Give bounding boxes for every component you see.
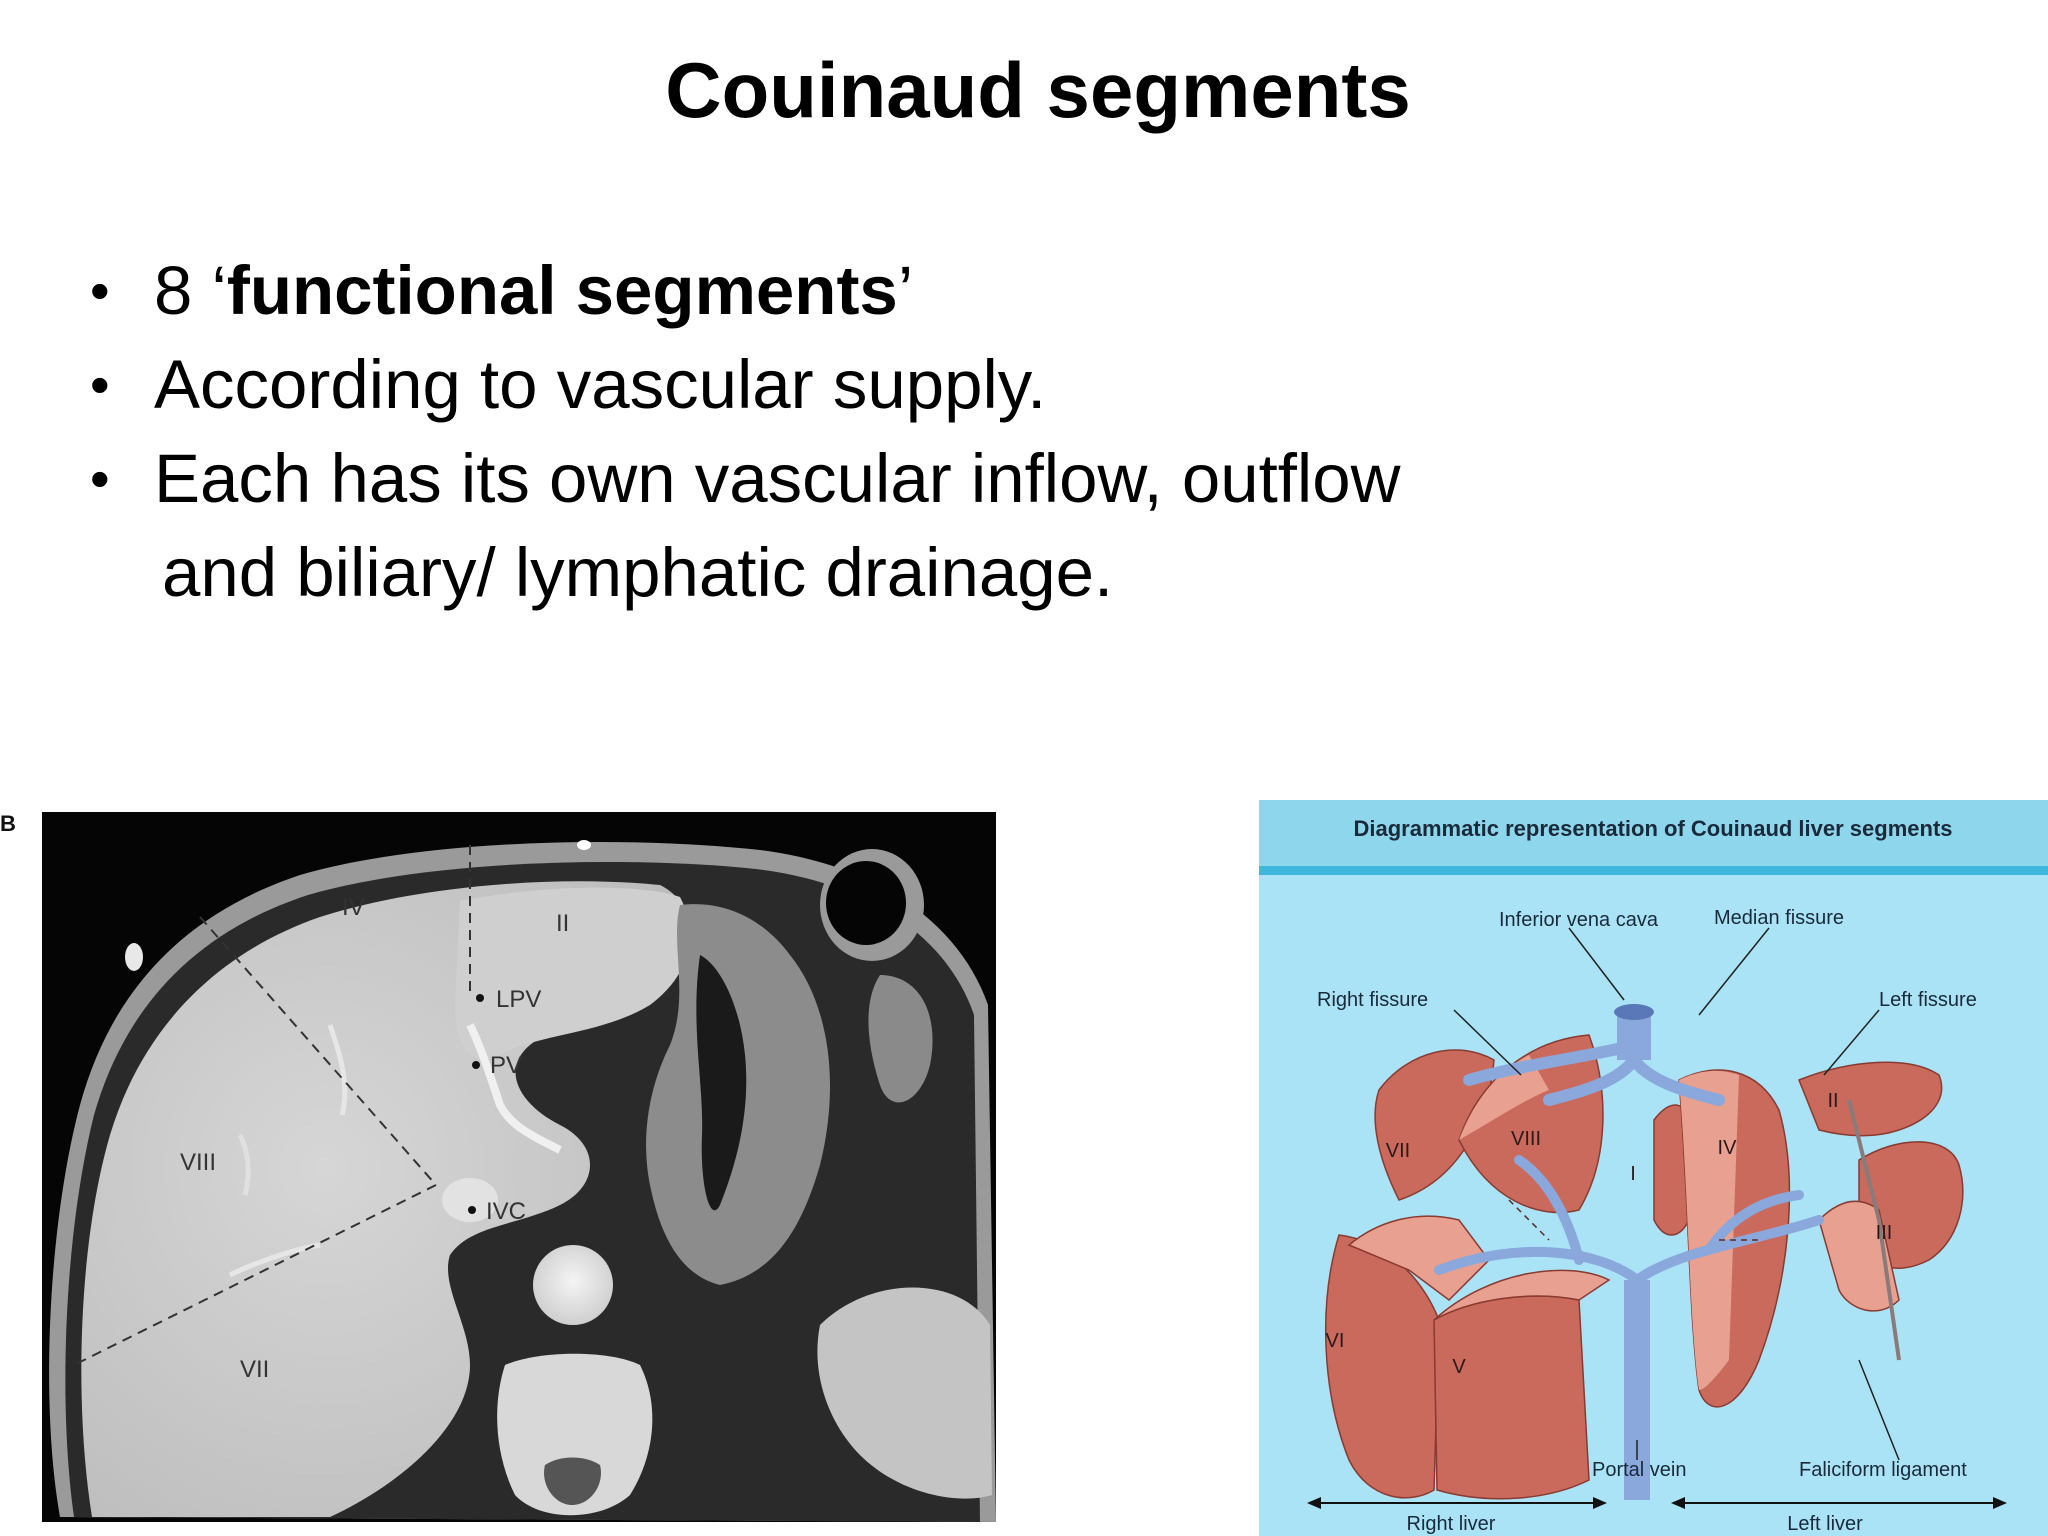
falciform-ligament (1847, 1099, 1901, 1361)
label-left-fissure: Left fissure (1879, 989, 1977, 1011)
ct-scan-image: IV II LPV PV VIII IVC VII (42, 812, 997, 1522)
ct-rib (125, 943, 143, 971)
segment-viii-face (1459, 1055, 1549, 1140)
ct-portal-branch (466, 1023, 562, 1154)
ct-marker (577, 840, 591, 850)
bullet-text-suffix: ’ (897, 252, 914, 329)
ct-label-vii: VII (240, 1356, 269, 1383)
ct-dot (476, 994, 484, 1002)
callout-line-ivc (1568, 927, 1625, 1001)
slide-title: Couinaud segments (665, 46, 1411, 134)
ct-label-ii: II (556, 910, 569, 937)
bullet-text-prefix: 8 ‘ (154, 252, 227, 329)
segment-v (1433, 1295, 1590, 1500)
couinaud-diagram: Diagrammatic representation of Couinaud … (1259, 800, 2048, 1536)
ct-label-pv: PV (490, 1052, 522, 1079)
bullet-text: Each has its own vascular inflow, outflo… (154, 440, 1401, 517)
bullet-dot-icon: • (90, 259, 110, 322)
ct-liver (81, 881, 690, 1517)
segment-label-vi: VI (1326, 1330, 1345, 1352)
bullet-text-bold: functional segments (226, 252, 898, 329)
label-left-liver: Left liver (1787, 1513, 1863, 1535)
ivc-opening (1614, 1004, 1654, 1020)
ct-dot (468, 1206, 476, 1214)
ct-spleen (817, 1287, 992, 1499)
fissure-dash (1508, 1199, 1550, 1241)
ct-spinal-canal (544, 1457, 601, 1505)
bullet-continuation: and biliary/ lymphatic drainage. (162, 534, 1114, 611)
bullet-dot-icon: • (90, 447, 110, 510)
ct-colon (868, 975, 933, 1103)
ct-bowel-gas (826, 861, 906, 945)
bullet-dot-icon: • (90, 353, 110, 416)
bullet-text: According to vascular supply. (154, 346, 1047, 423)
segment-label-iv: IV (1718, 1137, 1738, 1159)
label-inferior-vena-cava: Inferior vena cava (1499, 909, 1659, 931)
ct-dashed-line (199, 916, 437, 1186)
ct-label-iv: IV (342, 894, 365, 921)
ct-label-viii: VIII (180, 1149, 216, 1176)
ct-label-lpv: LPV (496, 986, 541, 1013)
segment-label-vii: VII (1386, 1140, 1410, 1162)
segment-iv-face (1679, 1070, 1739, 1390)
ct-dot (472, 1061, 480, 1069)
callout-line-falciform (1858, 1359, 1900, 1461)
ct-scan-figure: B (0, 805, 1000, 1525)
diagram-title: Diagrammatic representation of Couinaud … (1353, 816, 1952, 841)
portal-vein-branches (1434, 1155, 1824, 1285)
ct-stomach-gas (696, 955, 747, 1211)
ct-aorta (533, 1245, 613, 1325)
segment-label-ii: II (1827, 1090, 1838, 1112)
arrow-left-icon (1307, 1497, 1321, 1509)
ct-left-lobe (455, 887, 690, 1060)
arrow-right-icon (1593, 1497, 1607, 1509)
segment-label-i: I (1630, 1163, 1636, 1185)
ct-ivc (442, 1178, 498, 1222)
bullet-item: • Each has its own vascular inflow, outf… (90, 432, 1690, 620)
callout-line-median (1698, 927, 1770, 1016)
segment-label-viii: VIII (1511, 1128, 1541, 1150)
bullet-item: • 8 ‘functional segments’ (90, 244, 1690, 338)
ct-label-ivc: IVC (486, 1198, 526, 1225)
ct-hepatic-vein (327, 1024, 348, 1116)
diagram-header-band (1259, 866, 2048, 875)
segment-v-top (1433, 1269, 1611, 1321)
label-median-fissure: Median fissure (1714, 907, 1844, 929)
arrow-right-icon (1993, 1497, 2007, 1509)
label-right-fissure: Right fissure (1317, 989, 1428, 1011)
ct-vertebra (497, 1353, 653, 1516)
ct-panel-letter: B (0, 811, 16, 836)
segment-label-iii: III (1876, 1222, 1893, 1244)
ct-hepatic-vein (237, 1133, 251, 1196)
callout-line-left-fissure (1823, 1009, 1880, 1076)
callout-line-right-fissure (1453, 1009, 1522, 1076)
label-right-liver: Right liver (1407, 1513, 1496, 1535)
segment-ii (1798, 1061, 1943, 1137)
bullet-list: • 8 ‘functional segments’ • According to… (90, 244, 1690, 620)
segment-label-v: V (1452, 1356, 1466, 1378)
diagram-header (1259, 800, 2048, 866)
bullet-item: • According to vascular supply. (90, 338, 1690, 432)
couinaud-diagram-figure: Diagrammatic representation of Couinaud … (1259, 800, 2048, 1536)
arrow-left-icon (1671, 1497, 1685, 1509)
label-falciform-ligament: Faliciform ligament (1799, 1459, 1967, 1481)
label-portal-vein: Portal vein (1592, 1459, 1687, 1481)
